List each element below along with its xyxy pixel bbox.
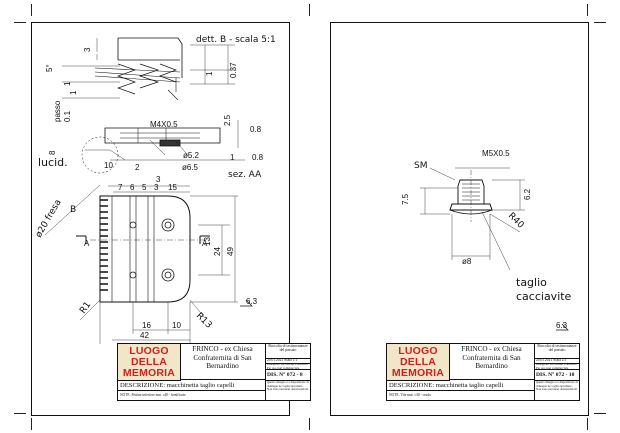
roughness-symbol-left: 6.3 — [246, 297, 258, 306]
section-mark-a-right: A — [202, 239, 208, 248]
dim-01: 0.1 — [63, 110, 72, 122]
dim-8: 8 — [48, 150, 57, 155]
designer: Disegnato da Carlino Francesco Per uso n… — [535, 362, 579, 370]
detail-b-ref: B — [70, 205, 76, 215]
designer: Disegnato da Carlino Francesco Per uso n… — [266, 362, 310, 370]
crop-mark-tr-v — [587, 4, 588, 16]
crop-mark-tl-h — [14, 22, 26, 23]
dim-25: 2.5 — [223, 114, 232, 126]
dim-037: 0.37 — [229, 62, 238, 78]
logo-luogo-della-memoria: LUOGO DELLA MEMORIA — [118, 344, 181, 381]
lucid-note: lucid. — [38, 156, 68, 169]
dim-24: 24 — [213, 247, 222, 256]
collection-label: Raccolta di testimonianze del passato — [535, 344, 579, 359]
dim-08b: 0.8 — [252, 153, 264, 162]
dim-62: 6.2 — [523, 188, 532, 200]
usage-notice: Questo disegno è a disposizione di chiun… — [536, 380, 578, 392]
dim-1d: 1 — [230, 153, 235, 162]
dim-10: 10 — [104, 161, 113, 170]
detail-b-label: dett. B - scala 5:1 — [196, 35, 276, 45]
title-block-right: LUOGO DELLA MEMORIA FRINCO - ex Chiesa C… — [386, 343, 580, 401]
dim-m5: M5X0.5 — [482, 149, 510, 158]
dim-65: ø6.5 — [182, 163, 199, 172]
detail-b-body — [118, 37, 183, 78]
dim-passo: passo — [53, 100, 62, 122]
dim-1c: 1 — [69, 90, 78, 95]
note: NOTE: Vite mat. c40 - crudo — [387, 391, 535, 400]
logo-luogo-della-memoria: LUOGO DELLA MEMORIA — [387, 344, 450, 381]
dim-1b: 1 — [205, 71, 214, 76]
crop-mark-br-h — [594, 413, 606, 414]
comb-plate — [99, 195, 191, 303]
crop-mark-br-v — [587, 418, 588, 430]
dim-3: 3 — [154, 183, 159, 192]
note-taglio: taglio — [516, 276, 547, 289]
dim-42: 42 — [140, 331, 149, 340]
dim-5deg: 5° — [45, 64, 54, 72]
dim-7: 7 — [118, 183, 123, 192]
dim-m4: M4X0.5 — [150, 120, 178, 129]
description: DESCRIZIONE: macchinetta taglio capelli — [118, 380, 266, 391]
dim-49: 49 — [226, 247, 235, 256]
dim-2: 2 — [135, 163, 140, 172]
usage-notice: Questo disegno è a disposizione di chiun… — [267, 380, 309, 392]
dim-52: ø5.2 — [183, 151, 200, 160]
roughness-symbol-right: 6.3 — [556, 321, 568, 330]
section-aa-label: sez. AA — [228, 170, 262, 180]
dim-6: 6 — [130, 183, 135, 192]
section-aa-outline — [104, 127, 221, 144]
crop-mark-bl-v — [31, 418, 32, 430]
dim-15: 15 — [168, 183, 177, 192]
dim-1a: 1 — [63, 81, 72, 86]
crop-mark-tl-v — [31, 4, 32, 16]
note-cacciavite: cacciavite — [516, 290, 572, 303]
section-mark-a-left: A — [84, 239, 90, 248]
dim-3b: 3 — [156, 175, 161, 184]
date-scale: 20.01.2021 Scala 1:1 — [266, 358, 311, 364]
dim-8-right: ø8 — [462, 257, 472, 266]
collection-label: Raccolta di testimonianze del passato — [266, 344, 310, 359]
title-block-title: FRINCO - ex Chiesa Confraternita di San … — [449, 344, 535, 380]
dim-r40: R40 — [506, 211, 526, 231]
crop-mark-tm-v — [309, 4, 310, 16]
dim-sm: SM — [414, 161, 427, 171]
title-block-title: FRINCO - ex Chiesa Confraternita di San … — [180, 344, 266, 380]
description: DESCRIZIONE: macchinetta taglio capelli — [387, 380, 535, 391]
title-block-left: LUOGO DELLA MEMORIA FRINCO - ex Chiesa C… — [117, 343, 311, 401]
note: NOTE: Pettine inferiore mat. c40 - bonif… — [118, 391, 266, 400]
dim-3-top: 3 — [83, 47, 92, 52]
dim-08a: 0.8 — [250, 125, 262, 134]
drawing-number: DIS. N° 072 - 8 — [267, 372, 303, 378]
crop-mark-bm-v — [309, 418, 310, 430]
dim-16: 16 — [142, 321, 151, 330]
crop-mark-bl-h — [14, 413, 26, 414]
dim-5: 5 — [142, 183, 147, 192]
crop-mark-tr-h — [594, 22, 606, 23]
dim-13: 13 — [203, 237, 212, 246]
dim-75: 7.5 — [401, 193, 410, 205]
drawing-number: DIS. N° 072 - 10 — [536, 372, 575, 378]
date-scale: 20.01.2021 Scala 2:1 — [535, 358, 580, 364]
dim-10b: 10 — [172, 321, 181, 330]
